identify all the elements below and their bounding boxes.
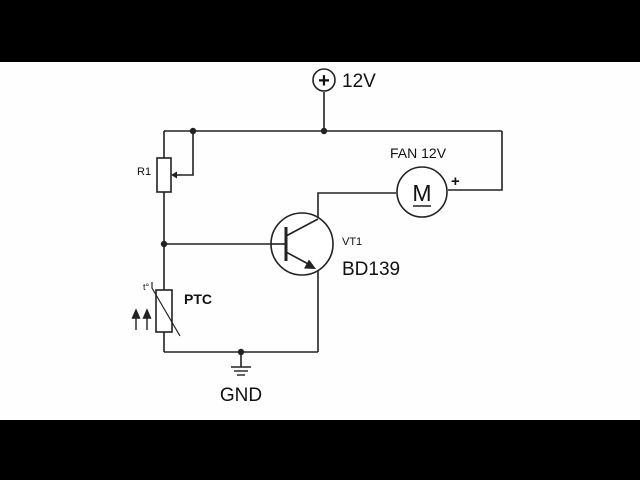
motor-plus-label: + [451,173,460,190]
ground-label: GND [220,385,262,406]
wire-wiper-loop [180,131,194,176]
fan-motor: M + FAN 12V [390,145,460,218]
motor-symbol: M [412,180,431,206]
transistor-ref-label: VT1 [342,236,362,248]
ground-symbol [231,366,251,376]
transistor-emitter-arrow [304,259,316,269]
supply-terminal-circle [312,68,336,92]
supply-voltage-label: 12V [342,71,376,92]
transistor-model-label: BD139 [342,259,400,280]
bottom-bar [0,420,640,480]
fan-label: FAN 12V [390,145,447,161]
top-bar [0,0,640,62]
supply-terminal: + 12V [312,68,376,92]
heat-arrow-1-head [131,308,141,319]
junction-top-rail-left [189,127,197,135]
potentiometer-label: R1 [137,166,151,178]
junction-top-rail-supply [320,127,328,135]
junction-base-node [160,240,168,248]
thermistor-body [155,289,173,333]
motor-body [396,166,448,218]
wire-motor-plus [448,131,503,191]
junctions [160,127,328,356]
supply-plus-sign: + [318,70,330,92]
thermistor-t-label: t° [143,282,150,292]
potentiometer-body [156,157,172,193]
heat-arrow-2-head [142,308,152,319]
heat-arrows-icon [131,308,152,330]
thermistor-label: PTC [184,291,212,307]
junction-ground-node [237,348,245,356]
transistor-vt1: VT1 BD139 [270,212,400,280]
potentiometer-r1: R1 [137,157,180,193]
potentiometer-arrow [171,171,177,179]
ptc-thermistor: t° PTC [131,282,212,337]
thermistor-slash [151,282,181,337]
transistor-collector [285,218,319,237]
